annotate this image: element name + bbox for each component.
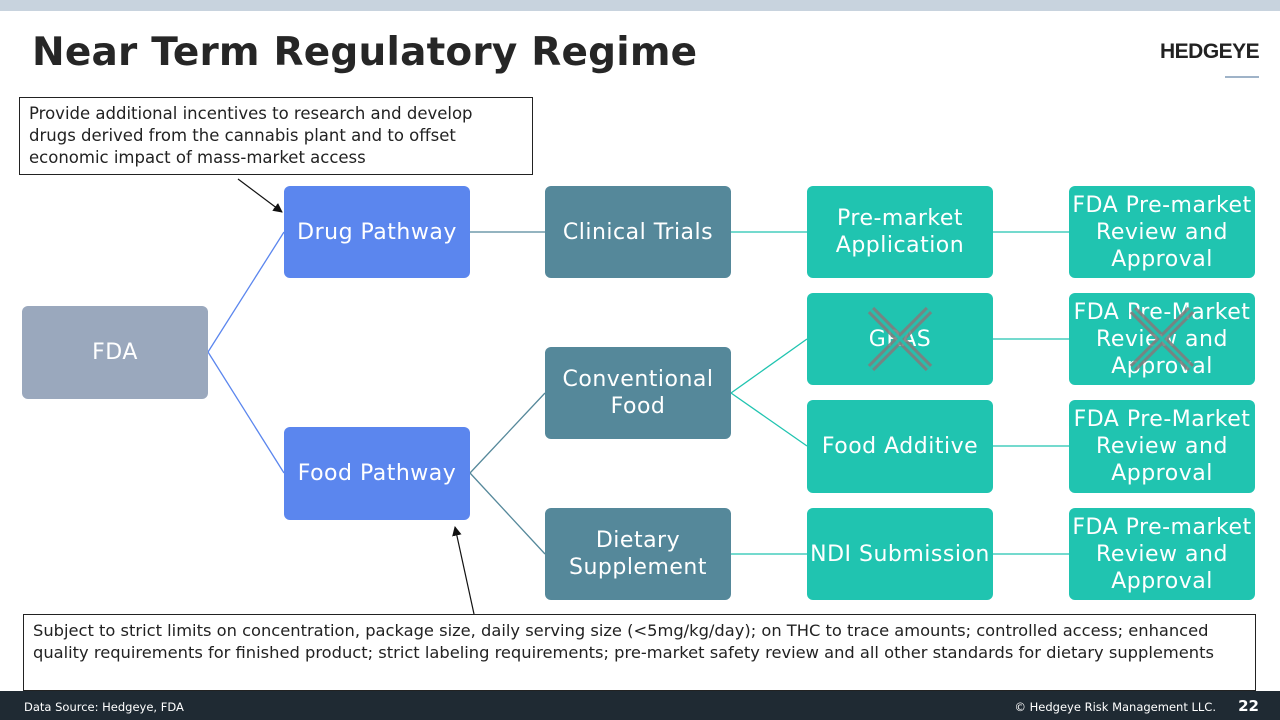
clinical-trials-node: Clinical Trials	[545, 186, 731, 278]
premarket-application-node: Pre-market Application	[807, 186, 993, 278]
gras-node: GRAS	[807, 293, 993, 385]
drug-pathway-callout: Provide additional incentives to researc…	[19, 97, 533, 175]
fda-label: FDA	[92, 340, 138, 365]
clinical-trials-label: Clinical Trials	[562, 219, 714, 245]
drug-pathway-label: Drug Pathway	[297, 219, 457, 245]
page-number: 22	[1238, 697, 1259, 715]
conventional-food-node: Conventional Food	[545, 347, 731, 439]
fda-review-label-ndi: FDA Pre-market Review and Approval	[1072, 514, 1252, 594]
fda-review-label-drug: FDA Pre-market Review and Approval	[1072, 192, 1252, 272]
drug-pathway-node: Drug Pathway	[284, 186, 470, 278]
food-callout-arrow	[452, 526, 475, 615]
food-pathway-node: Food Pathway	[284, 427, 470, 520]
food-callout-text: Subject to strict limits on concentratio…	[33, 621, 1214, 662]
drug-callout-text: Provide additional incentives to researc…	[29, 104, 473, 167]
connector-conventional-gras	[730, 338, 808, 394]
struck-out-x-icon	[867, 306, 933, 372]
ndi-submission-label: NDI Submission	[810, 541, 990, 567]
struck-out-x-icon	[1129, 306, 1195, 372]
fda-review-label-gras: FDA Pre-Market Review and Approval	[1073, 299, 1251, 379]
connector-conventional-additive	[730, 392, 808, 447]
fda-review-label-additive: FDA Pre-Market Review and Approval	[1073, 407, 1251, 486]
logo-underline	[1225, 76, 1259, 78]
food-pathway-callout: Subject to strict limits on concentratio…	[23, 614, 1256, 691]
connector-fda-drug	[207, 231, 285, 353]
dietary-supplement-label: Dietary Supplement	[568, 528, 708, 580]
connector-food-dietary	[469, 472, 546, 555]
page-title: Near Term Regulatory Regime	[32, 30, 698, 75]
ndi-submission-node: NDI Submission	[807, 508, 993, 600]
fda-review-node-drug: FDA Pre-market Review and Approval	[1069, 186, 1255, 278]
food-additive-label: Food Additive	[821, 434, 979, 459]
data-source-text: Data Source: Hedgeye, FDA	[24, 700, 184, 714]
connector-fda-food	[207, 351, 285, 474]
drug-callout-arrow	[237, 178, 283, 213]
dietary-supplement-node: Dietary Supplement	[545, 508, 731, 600]
conventional-food-label: Conventional Food	[562, 367, 714, 419]
footer-bar: Data Source: Hedgeye, FDA © Hedgeye Risk…	[0, 691, 1280, 720]
hedgeye-logo: HEDGEYE	[1160, 40, 1260, 63]
fda-review-node-gras: FDA Pre-Market Review and Approval	[1069, 293, 1255, 385]
copyright-text: © Hedgeye Risk Management LLC.	[1014, 700, 1217, 714]
premarket-application-label: Pre-market Application	[835, 206, 965, 258]
top-accent-bar	[0, 0, 1280, 11]
fda-review-node-ndi: FDA Pre-market Review and Approval	[1069, 508, 1255, 600]
connector-food-conventional	[469, 392, 546, 474]
fda-review-node-additive: FDA Pre-Market Review and Approval	[1069, 400, 1255, 493]
food-additive-node: Food Additive	[807, 400, 993, 493]
food-pathway-label: Food Pathway	[297, 461, 457, 486]
fda-node: FDA	[22, 306, 208, 399]
